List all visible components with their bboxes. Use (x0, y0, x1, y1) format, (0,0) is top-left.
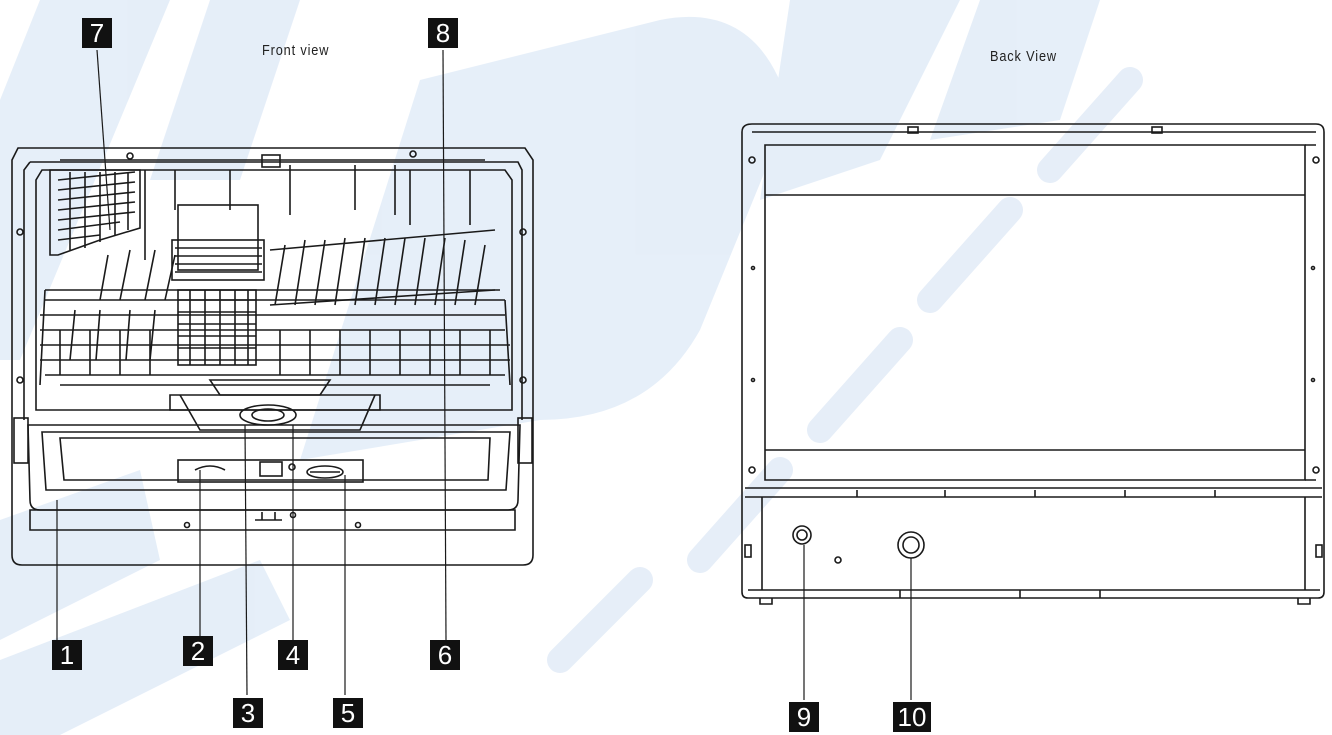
screw (354, 521, 362, 529)
front-view-drawing (11, 147, 534, 566)
cup-rack (49, 169, 141, 256)
callout-5: 5 (333, 698, 363, 728)
back-top-clip (1151, 126, 1163, 134)
back-top-clip (907, 126, 919, 134)
screw (1312, 466, 1320, 474)
callout-10: 10 (893, 702, 931, 732)
watermark-stroke (917, 197, 1023, 313)
watermark-stroke (687, 457, 793, 573)
callout-7: 7 (82, 18, 112, 48)
callout-4: 4 (278, 640, 308, 670)
screw (183, 521, 191, 529)
front-leader-lines (56, 49, 447, 696)
leader-7 (96, 49, 111, 231)
back-shell-outline (741, 123, 1325, 599)
watermark-stroke (930, 0, 1100, 140)
detergent-dispenser (194, 465, 226, 471)
watermark-stroke (807, 327, 913, 443)
tub-outline (35, 169, 513, 411)
filter-cap (239, 404, 297, 426)
watermark-stroke (0, 560, 290, 735)
base-clip (1315, 544, 1323, 558)
top-latch (261, 154, 281, 168)
spray-arm-area (169, 379, 381, 431)
screw (16, 228, 24, 236)
cutlery-basket (171, 204, 265, 366)
screw (126, 152, 134, 160)
screw (16, 376, 24, 384)
leader-3 (244, 424, 248, 696)
watermark-stroke (760, 0, 960, 200)
back-leader-lines (803, 545, 912, 700)
drain-hose-connector (792, 525, 812, 545)
left-hinge (13, 417, 29, 464)
inlet-hose-connector (897, 531, 925, 559)
watermark-stroke (1037, 67, 1143, 183)
control-panel (177, 459, 364, 483)
callout-1: 1 (52, 640, 82, 670)
tub-back-panels (144, 165, 471, 260)
indicator (288, 463, 296, 471)
back-base-lines (745, 487, 1322, 498)
leader-8-6 (442, 49, 447, 641)
screw (748, 466, 756, 474)
back-view-drawing (741, 123, 1325, 605)
small-hole (834, 556, 842, 564)
base-clip (744, 544, 752, 558)
screw (519, 228, 527, 236)
callout-3: 3 (233, 698, 263, 728)
callout-2: 2 (183, 636, 213, 666)
dish-rack (39, 229, 511, 386)
base-ticks (856, 490, 1216, 497)
watermark-stroke (547, 567, 653, 673)
screw (1312, 156, 1320, 164)
callout-6: 6 (430, 640, 460, 670)
front-cabinet-inner-line (23, 161, 31, 420)
back-view-caption: Back View (990, 48, 1057, 65)
front-cabinet-inner-line (30, 161, 523, 420)
rinse-aid-cap (306, 465, 344, 479)
watermark-stroke (0, 470, 160, 640)
door-latch (259, 461, 283, 477)
callout-9: 9 (789, 702, 819, 732)
screw (748, 156, 756, 164)
screw (409, 150, 417, 158)
screw (519, 376, 527, 384)
feet (759, 598, 1311, 605)
front-cabinet-outline (11, 147, 534, 566)
front-door (13, 417, 533, 531)
right-hinge (517, 417, 533, 464)
watermark-letter-d (300, 16, 790, 461)
watermark-stroke (150, 0, 300, 180)
front-view-caption: Front view (262, 42, 330, 59)
callout-8: 8 (428, 18, 458, 48)
